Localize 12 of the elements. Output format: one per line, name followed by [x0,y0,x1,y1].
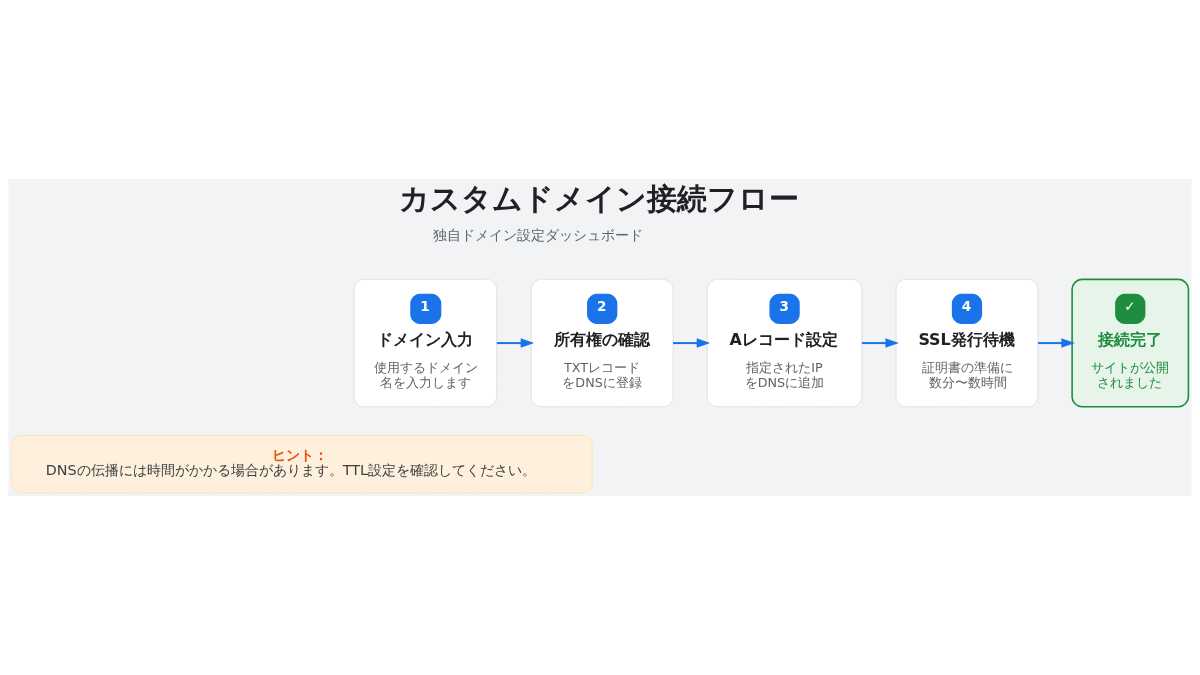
diagram-title: カスタムドメイン接続フロー [398,180,799,216]
arrow [1037,338,1075,348]
arrow [672,338,711,348]
node-box: ヒント： DNSの伝播には時間がかかる場合があります。TTL設定を確認してください。 [11,435,593,494]
arrow [495,338,535,348]
node-box: 2 所有権の確認 TXTレコードをDNSに登録 [530,278,674,408]
arrow [860,338,899,348]
label: 独自ドメイン設定ダッシュボード [432,226,643,243]
node-box: 1 ドメイン入力 使用するドメイン名を入力します [353,278,498,408]
node-box: ✓ 接続完了 サイトが公開されました [1071,278,1190,408]
node-box: 4 SSL発行待機 証明書の準備に数分〜数時間 [895,278,1039,408]
node-box: 3 Aレコード設定 指定されたIPをDNSに追加 [706,278,863,408]
